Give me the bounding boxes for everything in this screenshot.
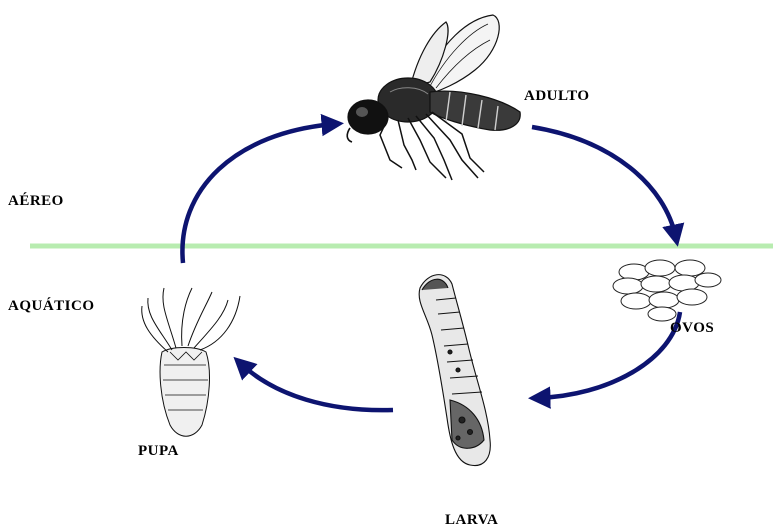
label-air-zone: AÉREO xyxy=(8,193,64,210)
arrow-adult-to-eggs xyxy=(532,127,676,238)
eggs-cluster-illustration xyxy=(613,260,721,321)
arrow-eggs-to-larva xyxy=(537,312,680,398)
pupa-illustration xyxy=(142,288,240,436)
label-water-zone: AQUÁTICO xyxy=(8,298,95,315)
larva-illustration xyxy=(419,275,490,466)
label-larva: LARVA xyxy=(445,512,498,529)
label-eggs: OVOS xyxy=(670,320,714,337)
fly-adult-illustration xyxy=(347,15,520,180)
label-pupa: PUPA xyxy=(138,443,179,460)
arrow-larva-to-pupa xyxy=(240,363,393,410)
label-adult: ADULTO xyxy=(524,88,590,105)
arrow-pupa-to-adult xyxy=(182,124,335,263)
